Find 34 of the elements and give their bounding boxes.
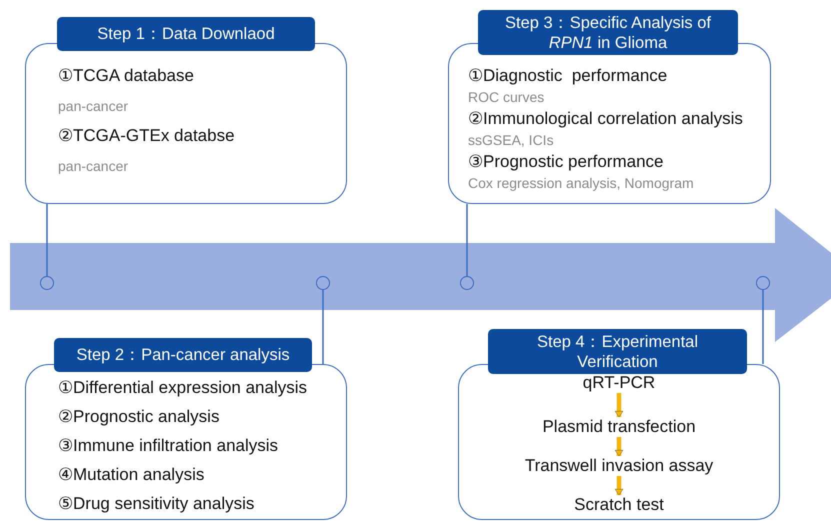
step-text: Plasmid transfection [542,417,696,437]
list-item: ④Mutation analysis [58,464,204,486]
step-text: qRT-PCR [582,373,656,393]
leader-line [46,204,48,276]
note-text: pan-cancer [58,157,128,176]
list-item: ①Differential expression analysis [58,377,308,399]
circle-marker [316,276,330,290]
heading-tab: Step 1：Data Downlaod [57,17,315,51]
circle-marker [756,276,770,290]
list-item: ⑤Drug sensitivity analysis [58,493,254,515]
heading-tab: Step 4：Experimental Verification [488,329,747,374]
arrow [614,393,624,418]
arrow [614,437,624,456]
leader-line [322,290,324,364]
list-item: ③Immune infiltration analysis [58,435,278,457]
note-text: pan-cancer [58,97,128,116]
heading-tab: Step 3：Specific Analysis of RPN1 in Glioma [478,10,738,55]
circle-marker [40,276,54,290]
list-item: ①Diagnostic performance [468,65,668,86]
list-item: ③Prognostic performance [468,151,664,172]
step-text: Transwell invasion assay [524,456,714,476]
heading-tab: Step 2：Pan-cancer analysis [54,338,312,372]
list-item: ①TCGA database [58,65,194,87]
step-text: Scratch test [574,495,664,515]
arrow [614,476,624,496]
note-text: Cox regression analysis, Nomogram [468,174,694,193]
circle-marker [460,276,474,290]
leader-line [466,204,468,276]
list-item: ②Immunological correlation analysis [468,108,743,130]
leader-line [762,290,764,364]
list-item: ②Prognostic analysis [58,406,220,428]
list-item: ②TCGA-GTEx databse [58,125,235,147]
note-text: ROC curves [468,88,544,106]
note-text: ssGSEA, ICIs [468,130,554,150]
